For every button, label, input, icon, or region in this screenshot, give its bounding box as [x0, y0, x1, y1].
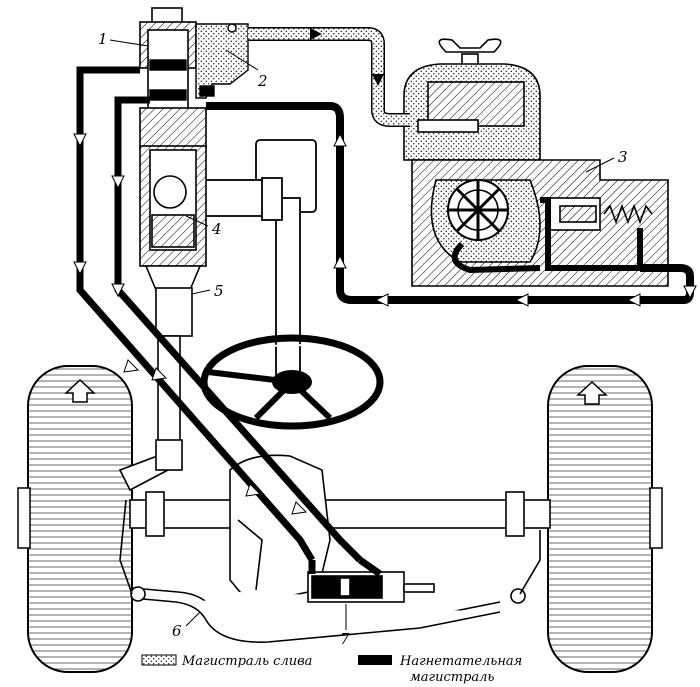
- feed-flow-arrow-icon: [245, 483, 262, 497]
- drain-flow-arrow-icon: [372, 74, 384, 86]
- pressure-arrows: [333, 132, 697, 307]
- callout-1: 1: [98, 30, 108, 48]
- left-wheel-direction-arrow-icon: [64, 378, 96, 403]
- callout-3: 3: [618, 148, 628, 166]
- feed-flow-arrow-icon: [111, 283, 125, 298]
- left-wheel: [17, 365, 133, 673]
- right-wheel: [547, 365, 663, 673]
- feed-flow-arrow-icon: [291, 501, 308, 515]
- callout-7: 7: [340, 630, 350, 648]
- power-cylinder: [307, 557, 435, 603]
- pressure-flow-arrow-icon: [333, 132, 347, 147]
- callout-6: 6: [172, 622, 182, 640]
- callout-leaders: [109, 39, 615, 630]
- callout-2: 2: [257, 72, 268, 90]
- legend-drain-swatch: [141, 654, 177, 666]
- legend: Магистраль слива Нагнетательная магистра…: [141, 654, 522, 685]
- drain-flow-arrow-icon: [310, 28, 322, 40]
- feed-flow-arrow-icon: [123, 359, 140, 373]
- pump: [411, 159, 669, 287]
- tie-rod: [118, 454, 541, 643]
- pressure-flow-arrow-icon: [333, 254, 347, 269]
- callout-5: 5: [214, 282, 224, 300]
- feed-flow-arrow-icon: [73, 133, 87, 148]
- reservoir: [403, 38, 541, 161]
- drain-line: [248, 27, 410, 127]
- feed-flow-arrow-icon: [151, 367, 168, 381]
- legend-pressure-swatch: [358, 655, 392, 665]
- control-valve: [149, 23, 249, 101]
- right-wheel-direction-arrow-icon: [576, 380, 608, 405]
- pressure-flow-arrow-icon: [683, 285, 697, 300]
- legend-pressure-label-line2: магистраль: [410, 670, 495, 685]
- legend-pressure-label-line1: Нагнетательная: [399, 654, 522, 669]
- pressure-flow-arrow-icon: [514, 293, 529, 307]
- pressure-flow-arrow-icon: [374, 293, 389, 307]
- cylinder-feed-arrows: [73, 133, 308, 515]
- legend-drain-label: Магистраль слива: [181, 654, 312, 669]
- callout-4: 4: [211, 220, 222, 238]
- pressure-flow-arrow-icon: [626, 293, 641, 307]
- feed-flow-arrow-icon: [111, 175, 125, 190]
- feed-flow-arrow-icon: [73, 261, 87, 276]
